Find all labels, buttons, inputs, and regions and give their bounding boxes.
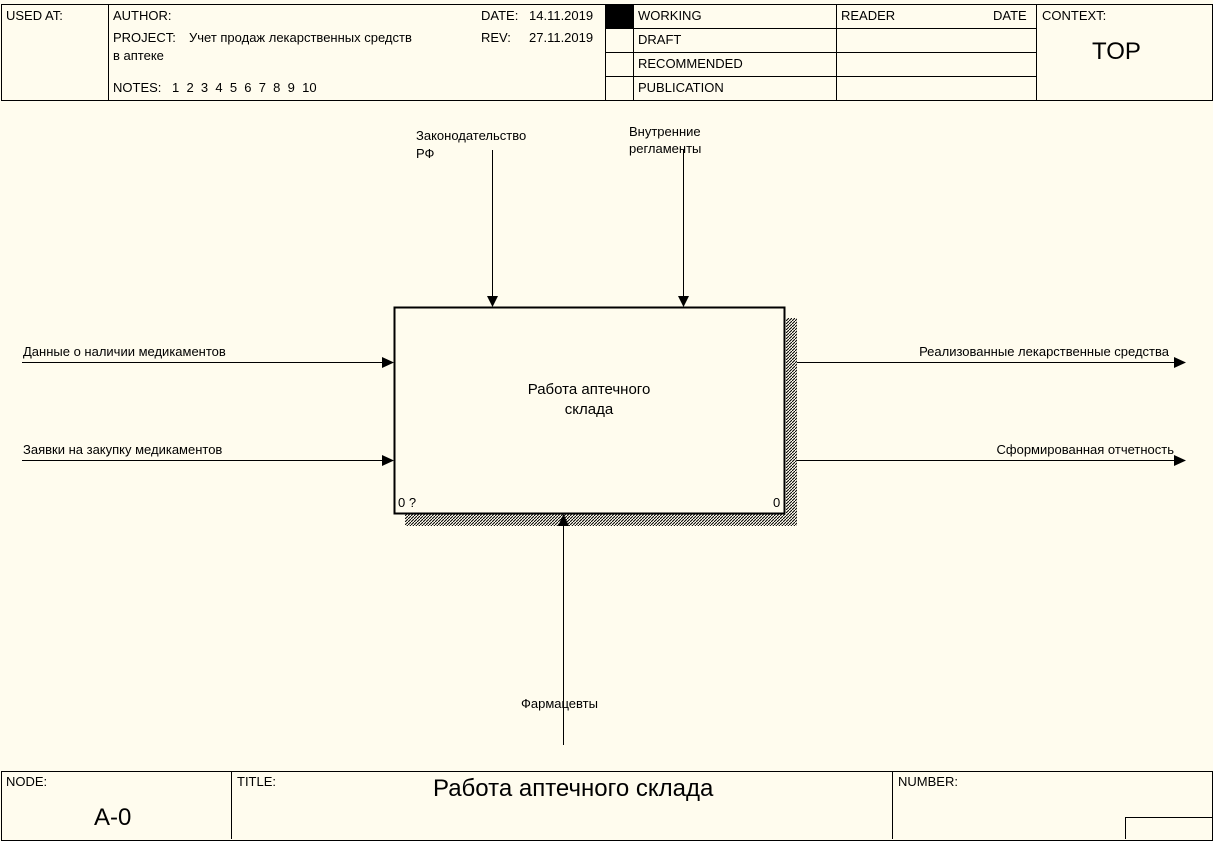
input-label-purchase-requests: Заявки на закупку медикаментов [23,442,223,457]
activity-box-node-number: 0 ? [398,495,417,510]
date-value: 14.11.2019 [529,8,594,23]
rev-label: REV: [481,30,511,45]
status-row-divider [605,52,1036,53]
status-publication: PUBLICATION [638,80,724,95]
footer-divider [231,771,232,839]
node-value: A-0 [94,804,132,831]
control-label-legislation: Законодательство РФ [416,128,526,161]
output-label-reports: Сформированная отчетность [996,442,1175,457]
rev-value: 27.11.2019 [529,30,594,45]
footer-divider [1125,817,1126,839]
input-arrow-stock-data[interactable] [22,357,394,368]
activity-box-shadow [786,318,797,526]
context-value: TOP [1092,38,1141,65]
node-label: NODE: [6,774,48,789]
reader-label: READER [841,8,896,23]
header-divider [1036,4,1037,101]
working-status-marker [606,5,633,28]
activity-box-cost: 0 [773,495,781,510]
notes-label: NOTES: [113,80,162,95]
activity-box-shadow [405,514,797,526]
header-divider [108,4,109,101]
output-label-sold-medicines: Реализованные лекарственные средства [919,344,1169,359]
author-label: AUTHOR: [113,8,172,23]
output-arrow-sold-medicines[interactable] [797,357,1186,368]
mechanism-arrow-pharmacists[interactable] [558,514,569,745]
diagram-title: Работа аптечного склада [433,775,714,802]
status-row-divider [605,76,1036,77]
activity-box-title: Работа аптечного склада [494,380,684,420]
control-label-line: Законодательство [416,128,527,143]
project-label: PROJECT: [113,30,176,45]
activity-box-title-line: Работа аптечного [527,381,651,398]
project-name: Учет продаж лекарственных средств [189,30,412,45]
footer-divider [892,771,893,839]
output-arrow-reports[interactable] [797,455,1186,466]
notes-numbers: 1 2 3 4 5 6 7 8 9 10 [172,80,317,95]
control-label-line: Внутренние [629,124,701,139]
status-draft: DRAFT [638,32,682,47]
control-label-regulations: Внутренние регламенты [629,124,701,156]
project-name-continued: в аптеке [113,48,164,63]
status-working: WORKING [638,8,702,23]
control-arrow-regulations[interactable] [678,150,689,307]
footer-divider [1125,817,1213,818]
control-arrow-legislation[interactable] [487,150,498,307]
context-label: CONTEXT: [1042,8,1107,23]
status-row-divider [605,28,1036,29]
activity-box-title-line: склада [564,401,614,418]
control-label-line: регламенты [629,141,702,156]
input-arrow-purchase-requests[interactable] [22,455,394,466]
used-at-label: USED AT: [6,8,63,23]
activity-box[interactable] [393,306,786,515]
title-label: TITLE: [237,774,277,789]
control-label-line: РФ [416,146,435,161]
status-recommended: RECOMMENDED [638,56,743,71]
reader-date-label: DATE [993,8,1027,23]
mechanism-label-pharmacists: Фармацевты [521,696,598,711]
input-label-stock-data: Данные о наличии медикаментов [23,344,226,359]
date-label: DATE: [481,8,519,23]
number-label: NUMBER: [898,774,958,789]
